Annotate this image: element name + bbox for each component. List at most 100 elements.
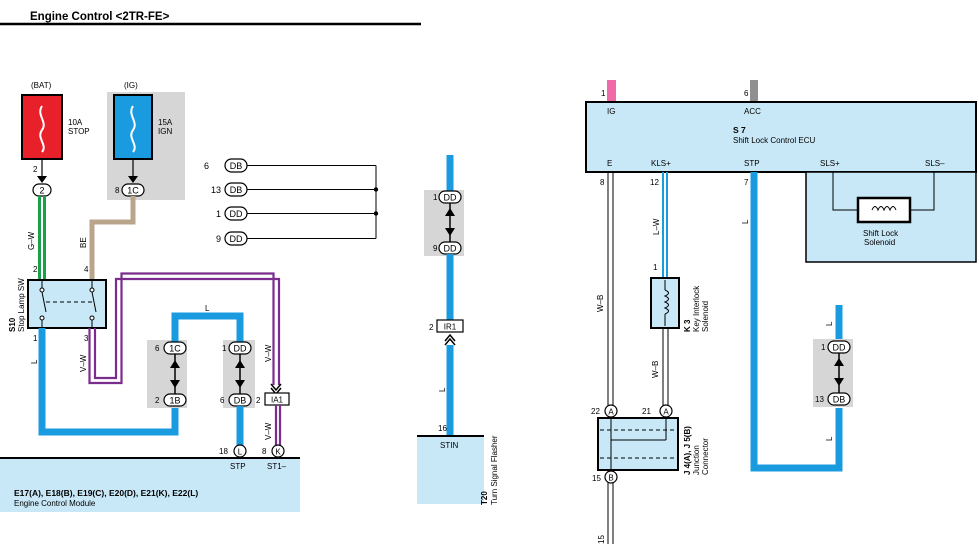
flasher-code: T20 [480,491,489,505]
switch-name: Stop Lamp SW [17,278,26,332]
ecu-pin-kls: KLS+ [651,159,671,168]
arrow-icon [235,380,245,388]
pin-18: 18 [219,447,228,456]
coil-icon [871,206,897,212]
wire-label-vw-2: V–W [264,344,273,362]
wire-label-l-1: L [30,359,39,364]
connector-1c-2-label: 1C [169,344,181,354]
ecu-pin-ig: IG [607,107,615,116]
pin-8-k: 8 [262,447,267,456]
pin-13-db: 13 [815,395,824,404]
arrow-icon [235,360,245,368]
list-pin-1: 13 [211,185,221,195]
connector-l-label: L [238,448,243,457]
list-conn-0: DB [230,161,243,171]
switch-code: S10 [8,317,17,332]
arrow-icon [37,176,47,183]
wire-label-vw-1: V–W [79,354,88,372]
arrow-icon [445,228,455,236]
junction-code: J 4(A), J 5(B) [683,426,692,475]
fuse-ign-name: IGN [158,127,172,136]
k3-name2: Solenoid [701,301,710,332]
ecu-pin-6-num: 6 [744,89,749,98]
pin-1-dd: 1 [222,344,227,353]
wire-label-l-4: L [741,219,750,224]
wire-label-l-6: L [825,436,834,441]
fuse-stop-icon [39,105,45,153]
pin-1-dd2: 1 [433,193,438,202]
junction-name2: Connector [701,438,710,475]
flasher-pin-stin: STIN [440,441,458,450]
ig-wire-stub [607,80,616,102]
pin-16: 16 [438,424,447,433]
connector-1c-label: 1C [127,186,139,196]
arrow-icon [834,358,844,366]
ecu-pin-e: E [607,159,612,168]
solenoid-name: Shift Lock [863,229,899,238]
ecu-pin-sls-minus: SLS– [925,159,945,168]
pin-6-db: 6 [220,396,225,405]
wire-label-vw-3: V–W [264,422,273,440]
arrow-icon [128,176,138,183]
fuse-stop-box [21,94,63,160]
wire-label-wb-1: W–B [596,295,605,312]
shift-ecu-box [585,101,977,173]
pin-2-1b: 2 [155,396,160,405]
sw-pin-3: 3 [84,334,89,343]
fuse-ign-icon [130,105,136,153]
list-conn-1: DB [230,185,243,195]
arrow-icon [170,380,180,388]
turn-flasher-box [417,436,484,504]
page-title: Engine Control <2TR-FE> [30,11,170,23]
connector-dd2-label: DD [444,193,457,203]
coil-icon [663,289,669,315]
connector-dd-label: DD [234,344,247,354]
ecu-pin-acc: ACC [744,107,761,116]
k3-code: K 3 [683,319,692,332]
junction-name: Junction [692,445,701,475]
pin-8-ign: 8 [115,186,120,195]
acc-wire-stub [750,80,758,102]
list-pin-3: 9 [216,234,221,244]
pin-7-stp: 7 [744,178,749,187]
list-conn-2: DD [230,209,243,219]
pin-2-ia1: 2 [256,396,261,405]
pin-8-e: 8 [600,178,605,187]
wire-label-gw: G–W [27,231,36,250]
connector-db-right-label: DB [833,395,846,405]
pin-6-1c: 6 [155,344,160,353]
pin-2-ir1: 2 [429,323,434,332]
k3-name: Key Interlock [692,285,701,332]
wire-label-be: BE [79,237,88,248]
pin-22: 22 [591,407,600,416]
sw-pin-4: 4 [84,265,89,274]
sw-pin-2: 2 [33,265,38,274]
ecm-pin-stp: STP [230,462,246,471]
flasher-name: Turn Signal Flasher [490,435,499,505]
pin-12-kls: 12 [650,178,659,187]
list-pin-2: 1 [216,209,221,219]
wire-label-l-5: L [825,321,834,326]
connector-1b-label: 1B [169,396,180,406]
sw-pin-1: 1 [33,334,38,343]
arrow-icon [170,360,180,368]
arrow-icon [834,378,844,386]
connector-k-label: K [275,448,281,457]
pin-9-dd: 9 [433,244,438,253]
fuse-stop-supply: (BAT) [31,81,52,90]
fuse-stop-name: STOP [68,127,90,136]
arrow-icon [445,208,455,216]
connector-db-label: DB [234,396,247,406]
list-pin-0: 6 [204,161,209,171]
connector-dd-right-label: DD [833,343,846,353]
connector-a1-label: A [608,408,614,417]
ecm-box [0,458,300,512]
ecu-pin-sls-plus: SLS+ [820,159,840,168]
connector-2-label: 2 [39,186,44,196]
pin-1-k3: 1 [653,263,658,272]
pin-15: 15 [592,474,601,483]
chevron-up-icon [444,333,456,342]
connector-ir1-label: IR1 [444,323,457,332]
ecu-code: S 7 [733,125,746,135]
